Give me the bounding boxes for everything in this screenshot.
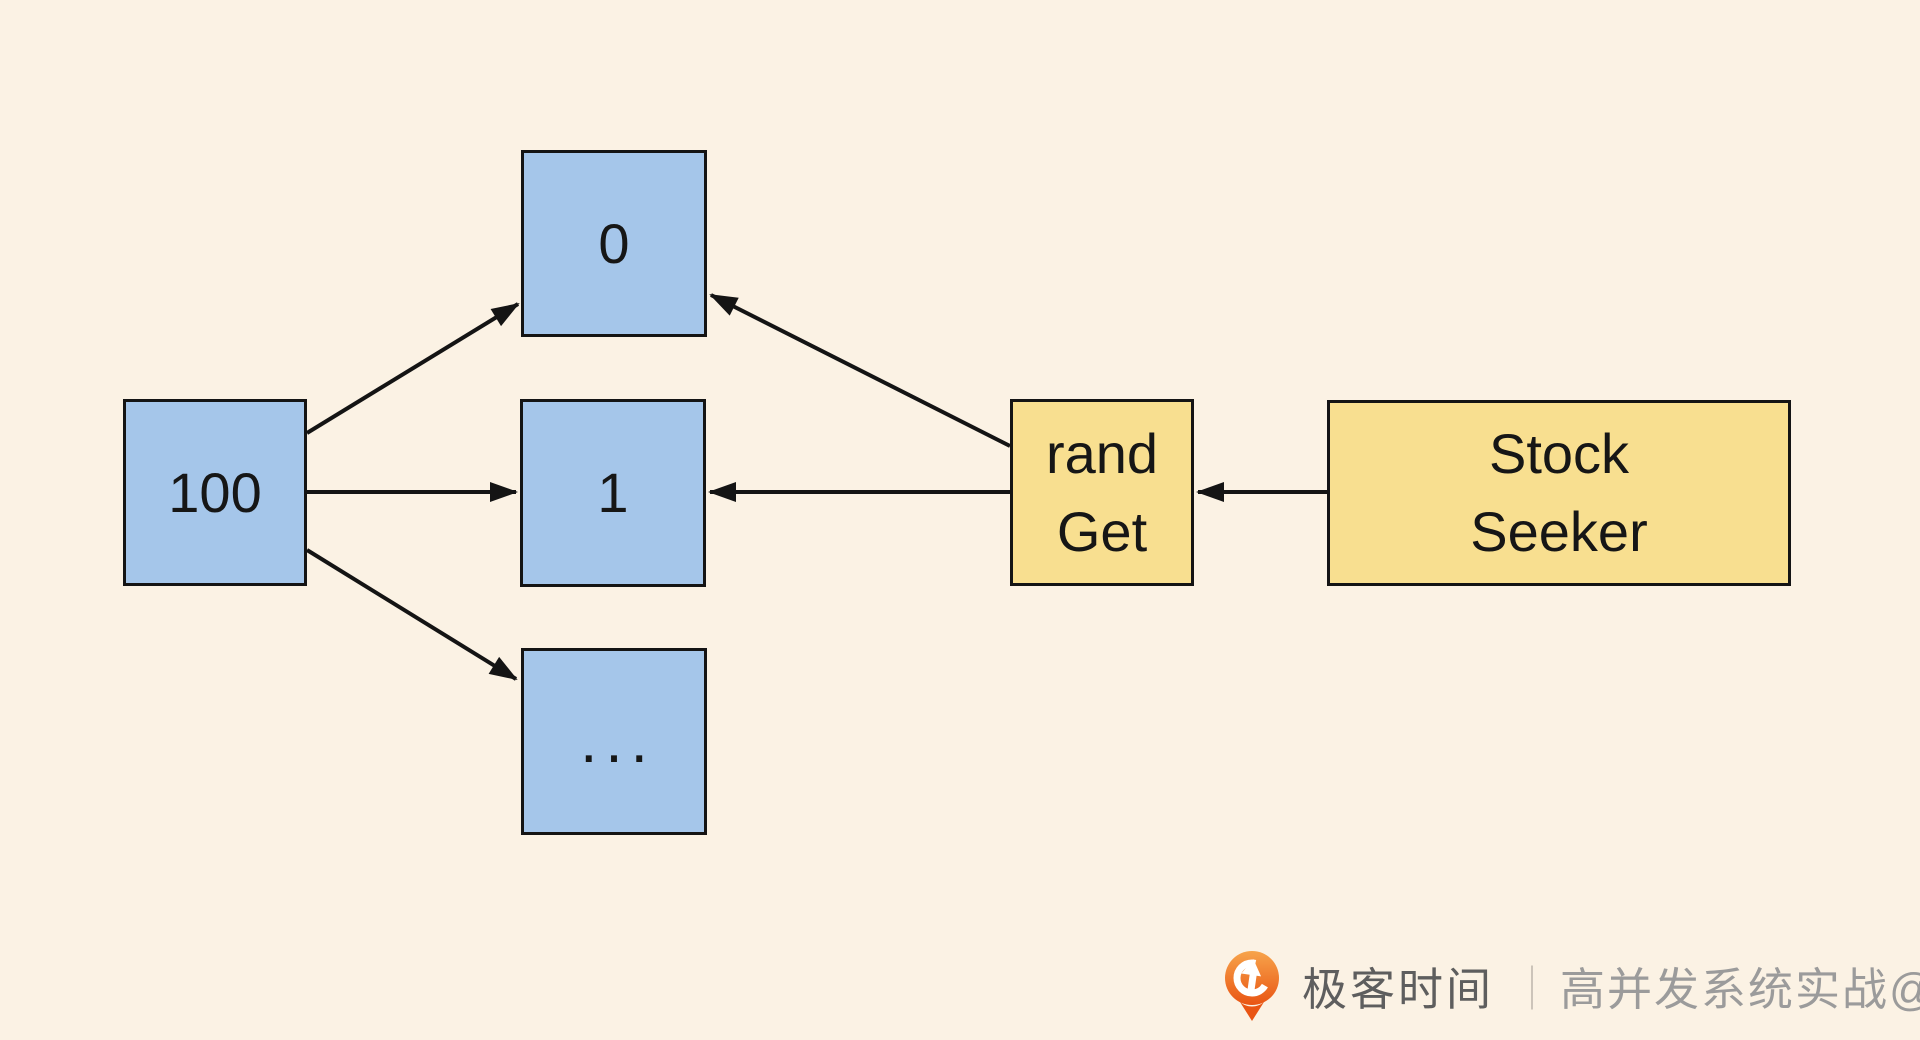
node-slot-0: 0 <box>521 150 707 337</box>
geektime-logo-icon <box>1225 951 1279 1021</box>
edge-rand-to-slot0 <box>709 293 1011 448</box>
node-rand-get: rand Get <box>1010 399 1194 586</box>
edge-count-to-more <box>305 548 518 681</box>
node-stock-count-100: 100 <box>123 399 307 586</box>
watermark-brand-text: 极客时间 <box>1302 963 1495 1015</box>
node-label-line2: Get <box>1056 499 1148 563</box>
edge-count-to-slot0 <box>305 302 520 435</box>
watermark: 极客时间 ｜ 高并发系统实战@蓝天 <box>1216 946 1920 1024</box>
node-label: 0 <box>598 211 630 275</box>
node-label-line1: Stock <box>1488 422 1630 485</box>
node-label: ... <box>580 706 656 776</box>
node-slot-ellipsis: ... <box>521 648 707 835</box>
node-slot-1: 1 <box>520 399 706 587</box>
watermark-credit-text: 高并发系统实战@蓝天 <box>1560 963 1920 1015</box>
node-label-line1: rand <box>1045 421 1159 485</box>
watermark-divider: ｜ <box>1510 965 1555 1014</box>
node-stock-seeker: Stock Seeker <box>1327 400 1791 586</box>
node-label: 100 <box>168 460 262 524</box>
node-label-line2: Seeker <box>1470 500 1648 563</box>
node-label: 1 <box>597 461 629 524</box>
